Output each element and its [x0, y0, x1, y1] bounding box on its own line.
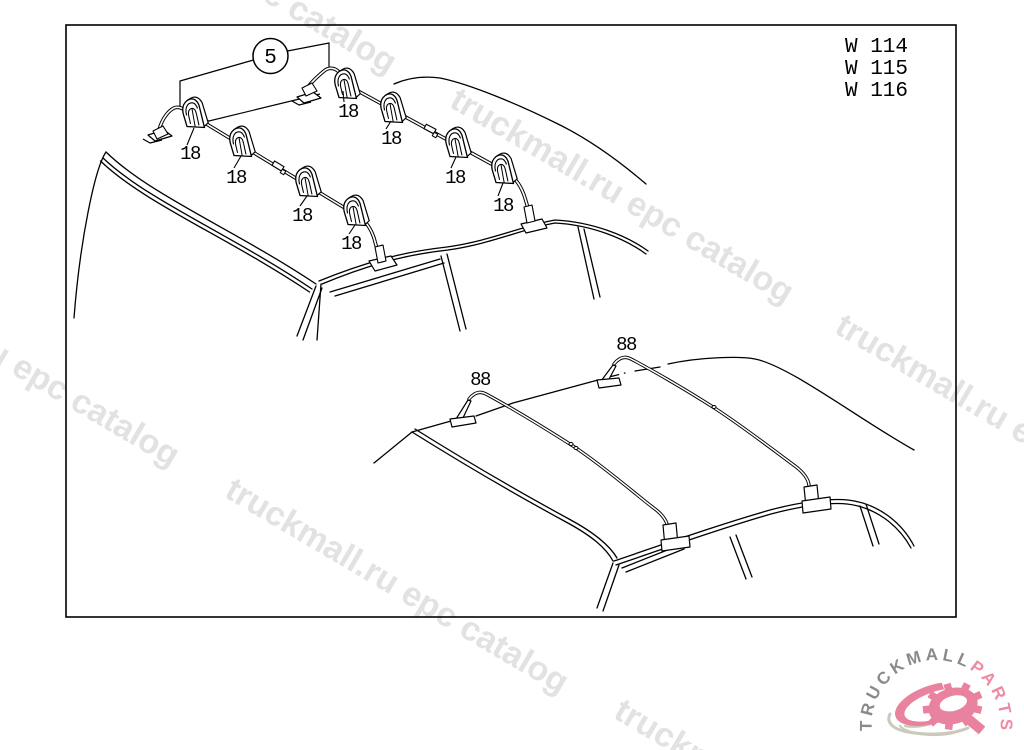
- svg-text:88: 88: [470, 369, 491, 391]
- svg-text:5: 5: [264, 47, 277, 70]
- svg-text:18: 18: [445, 167, 466, 189]
- svg-text:18: 18: [180, 143, 201, 165]
- svg-text:18: 18: [493, 195, 514, 217]
- svg-text:W 115: W 115: [845, 58, 908, 81]
- svg-text:truckmall.ru epc catalog: truckmall.ru epc catalog: [829, 306, 1024, 537]
- svg-text:18: 18: [292, 205, 313, 227]
- svg-text:truckmall.ru epc catalog: truckmall.ru epc catalog: [219, 470, 575, 701]
- svg-text:18: 18: [226, 167, 247, 189]
- svg-text:88: 88: [616, 334, 637, 356]
- svg-text:18: 18: [341, 233, 362, 255]
- svg-text:18: 18: [338, 101, 359, 123]
- svg-text:truckmall.ru epc catalog: truckmall.ru epc catalog: [0, 243, 186, 474]
- svg-text:18: 18: [381, 128, 402, 150]
- svg-text:W 114: W 114: [845, 36, 908, 59]
- svg-text:W 116: W 116: [845, 80, 908, 103]
